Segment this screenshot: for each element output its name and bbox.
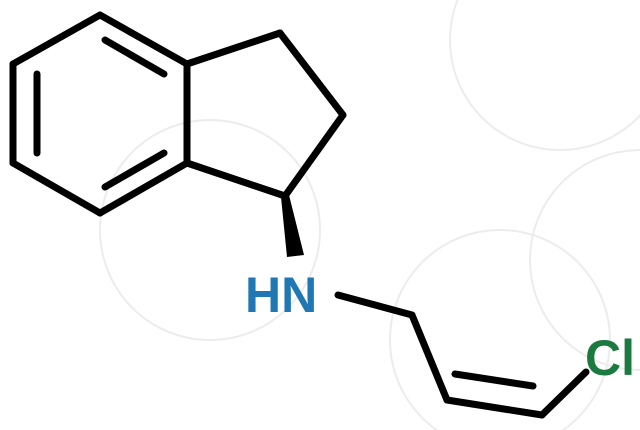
bond-c2-c7 xyxy=(183,29,284,68)
five-membered-ring xyxy=(183,29,347,200)
watermark xyxy=(99,0,640,430)
bond-c7-c8 xyxy=(276,29,347,119)
bond-c4-c5 xyxy=(9,159,104,217)
watermark-circle-3 xyxy=(529,149,640,371)
bond-c11-c12 xyxy=(443,396,546,419)
bond-c12-cl xyxy=(538,368,590,419)
watermark-circle-4 xyxy=(449,0,640,151)
bond-c1-c2 xyxy=(96,11,191,68)
benzene-ring xyxy=(9,11,191,217)
double-bond-inner-2 xyxy=(101,149,168,191)
double-bond-inner-1 xyxy=(101,36,168,78)
bond-c8-c9 xyxy=(281,111,347,200)
bond-c3-c4 xyxy=(96,159,191,217)
stereo-wedge-bond xyxy=(281,195,304,257)
chlorine-label: Cl xyxy=(585,330,635,386)
watermark-circle-1 xyxy=(99,119,321,341)
bond-c6-c1 xyxy=(9,11,104,68)
allyl-chain xyxy=(334,291,590,419)
bond-n-c10 xyxy=(334,291,416,319)
bond-c10-c11 xyxy=(408,311,451,404)
double-bond-inner-chain xyxy=(451,370,537,390)
bond-c9-c3 xyxy=(183,159,289,200)
nitrogen-label: HN xyxy=(245,267,317,323)
watermark-circle-2 xyxy=(389,229,611,430)
